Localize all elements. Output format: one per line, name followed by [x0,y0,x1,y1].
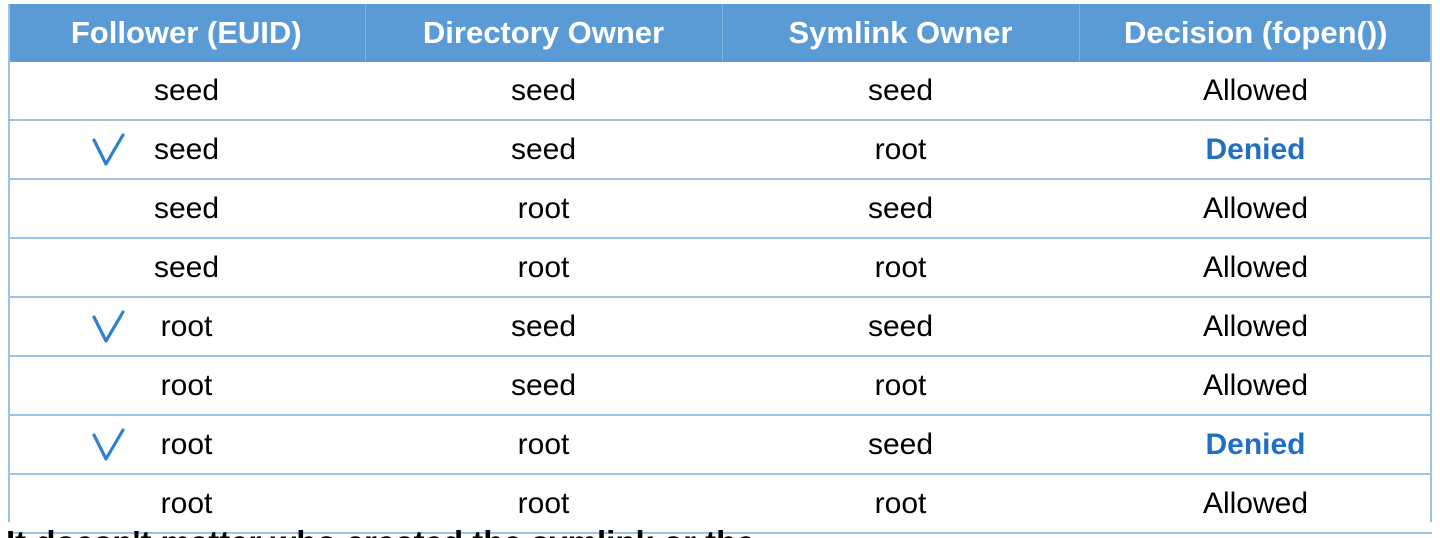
cell-decision: Allowed [1079,237,1432,297]
cell-follower: seed [8,62,365,120]
cell-directory-owner: root [365,237,722,297]
cell-decision: Denied [1079,414,1432,474]
check-icon [86,305,130,349]
permission-table-container: Follower (EUID) Directory Owner Symlink … [8,4,1432,534]
column-header-decision: Decision (fopen()) [1079,4,1432,62]
cell-symlink-owner: seed [722,296,1079,356]
cell-decision: Allowed [1079,62,1432,120]
cell-symlink-owner: root [722,237,1079,297]
column-header-directory-owner: Directory Owner [365,4,723,62]
cell-directory-owner: root [365,473,722,534]
cell-symlink-owner: root [722,119,1079,179]
cell-directory-owner: root [365,414,722,474]
permission-table: Follower (EUID) Directory Owner Symlink … [8,4,1432,534]
cell-directory-owner: seed [365,296,722,356]
cell-follower: root [8,473,365,534]
cell-follower: root [8,296,365,356]
cell-follower: root [8,355,365,415]
cell-decision: Allowed [1079,296,1432,356]
cell-follower-value: root [160,368,213,402]
cell-directory-owner: seed [365,62,722,120]
cell-follower: seed [8,237,365,297]
column-header-follower: Follower (EUID) [8,4,366,62]
cell-symlink-owner: seed [722,414,1079,474]
cell-follower-value: seed [153,250,220,284]
cell-decision: Allowed [1079,473,1432,534]
cell-decision: Allowed [1079,178,1432,238]
cell-follower-value: seed [153,73,220,107]
cell-follower-value: seed [153,191,220,225]
cell-follower-value: seed [153,132,220,166]
cell-directory-owner: root [365,178,722,238]
cell-symlink-owner: seed [722,178,1079,238]
cell-directory-owner: seed [365,119,722,179]
cell-follower: seed [8,178,365,238]
caption-clipped-line: It doesn't matter who created the symlin… [0,524,1440,538]
cell-follower: root [8,414,365,474]
caption-text: It doesn't matter who created the symlin… [6,524,1436,538]
table-header-row: Follower (EUID) Directory Owner Symlink … [8,4,1432,62]
cell-symlink-owner: root [722,355,1079,415]
cell-symlink-owner: root [722,473,1079,534]
column-header-symlink-owner: Symlink Owner [722,4,1080,62]
cell-follower-value: root [160,486,213,520]
cell-directory-owner: seed [365,355,722,415]
cell-follower-value: root [160,309,213,343]
cell-symlink-owner: seed [722,62,1079,120]
cell-follower-value: root [160,427,213,461]
cell-follower: seed [8,119,365,179]
check-icon [86,423,130,467]
cell-decision: Denied [1079,119,1432,179]
check-icon [86,128,130,172]
cell-decision: Allowed [1079,355,1432,415]
table-header: Follower (EUID) Directory Owner Symlink … [8,4,1432,62]
